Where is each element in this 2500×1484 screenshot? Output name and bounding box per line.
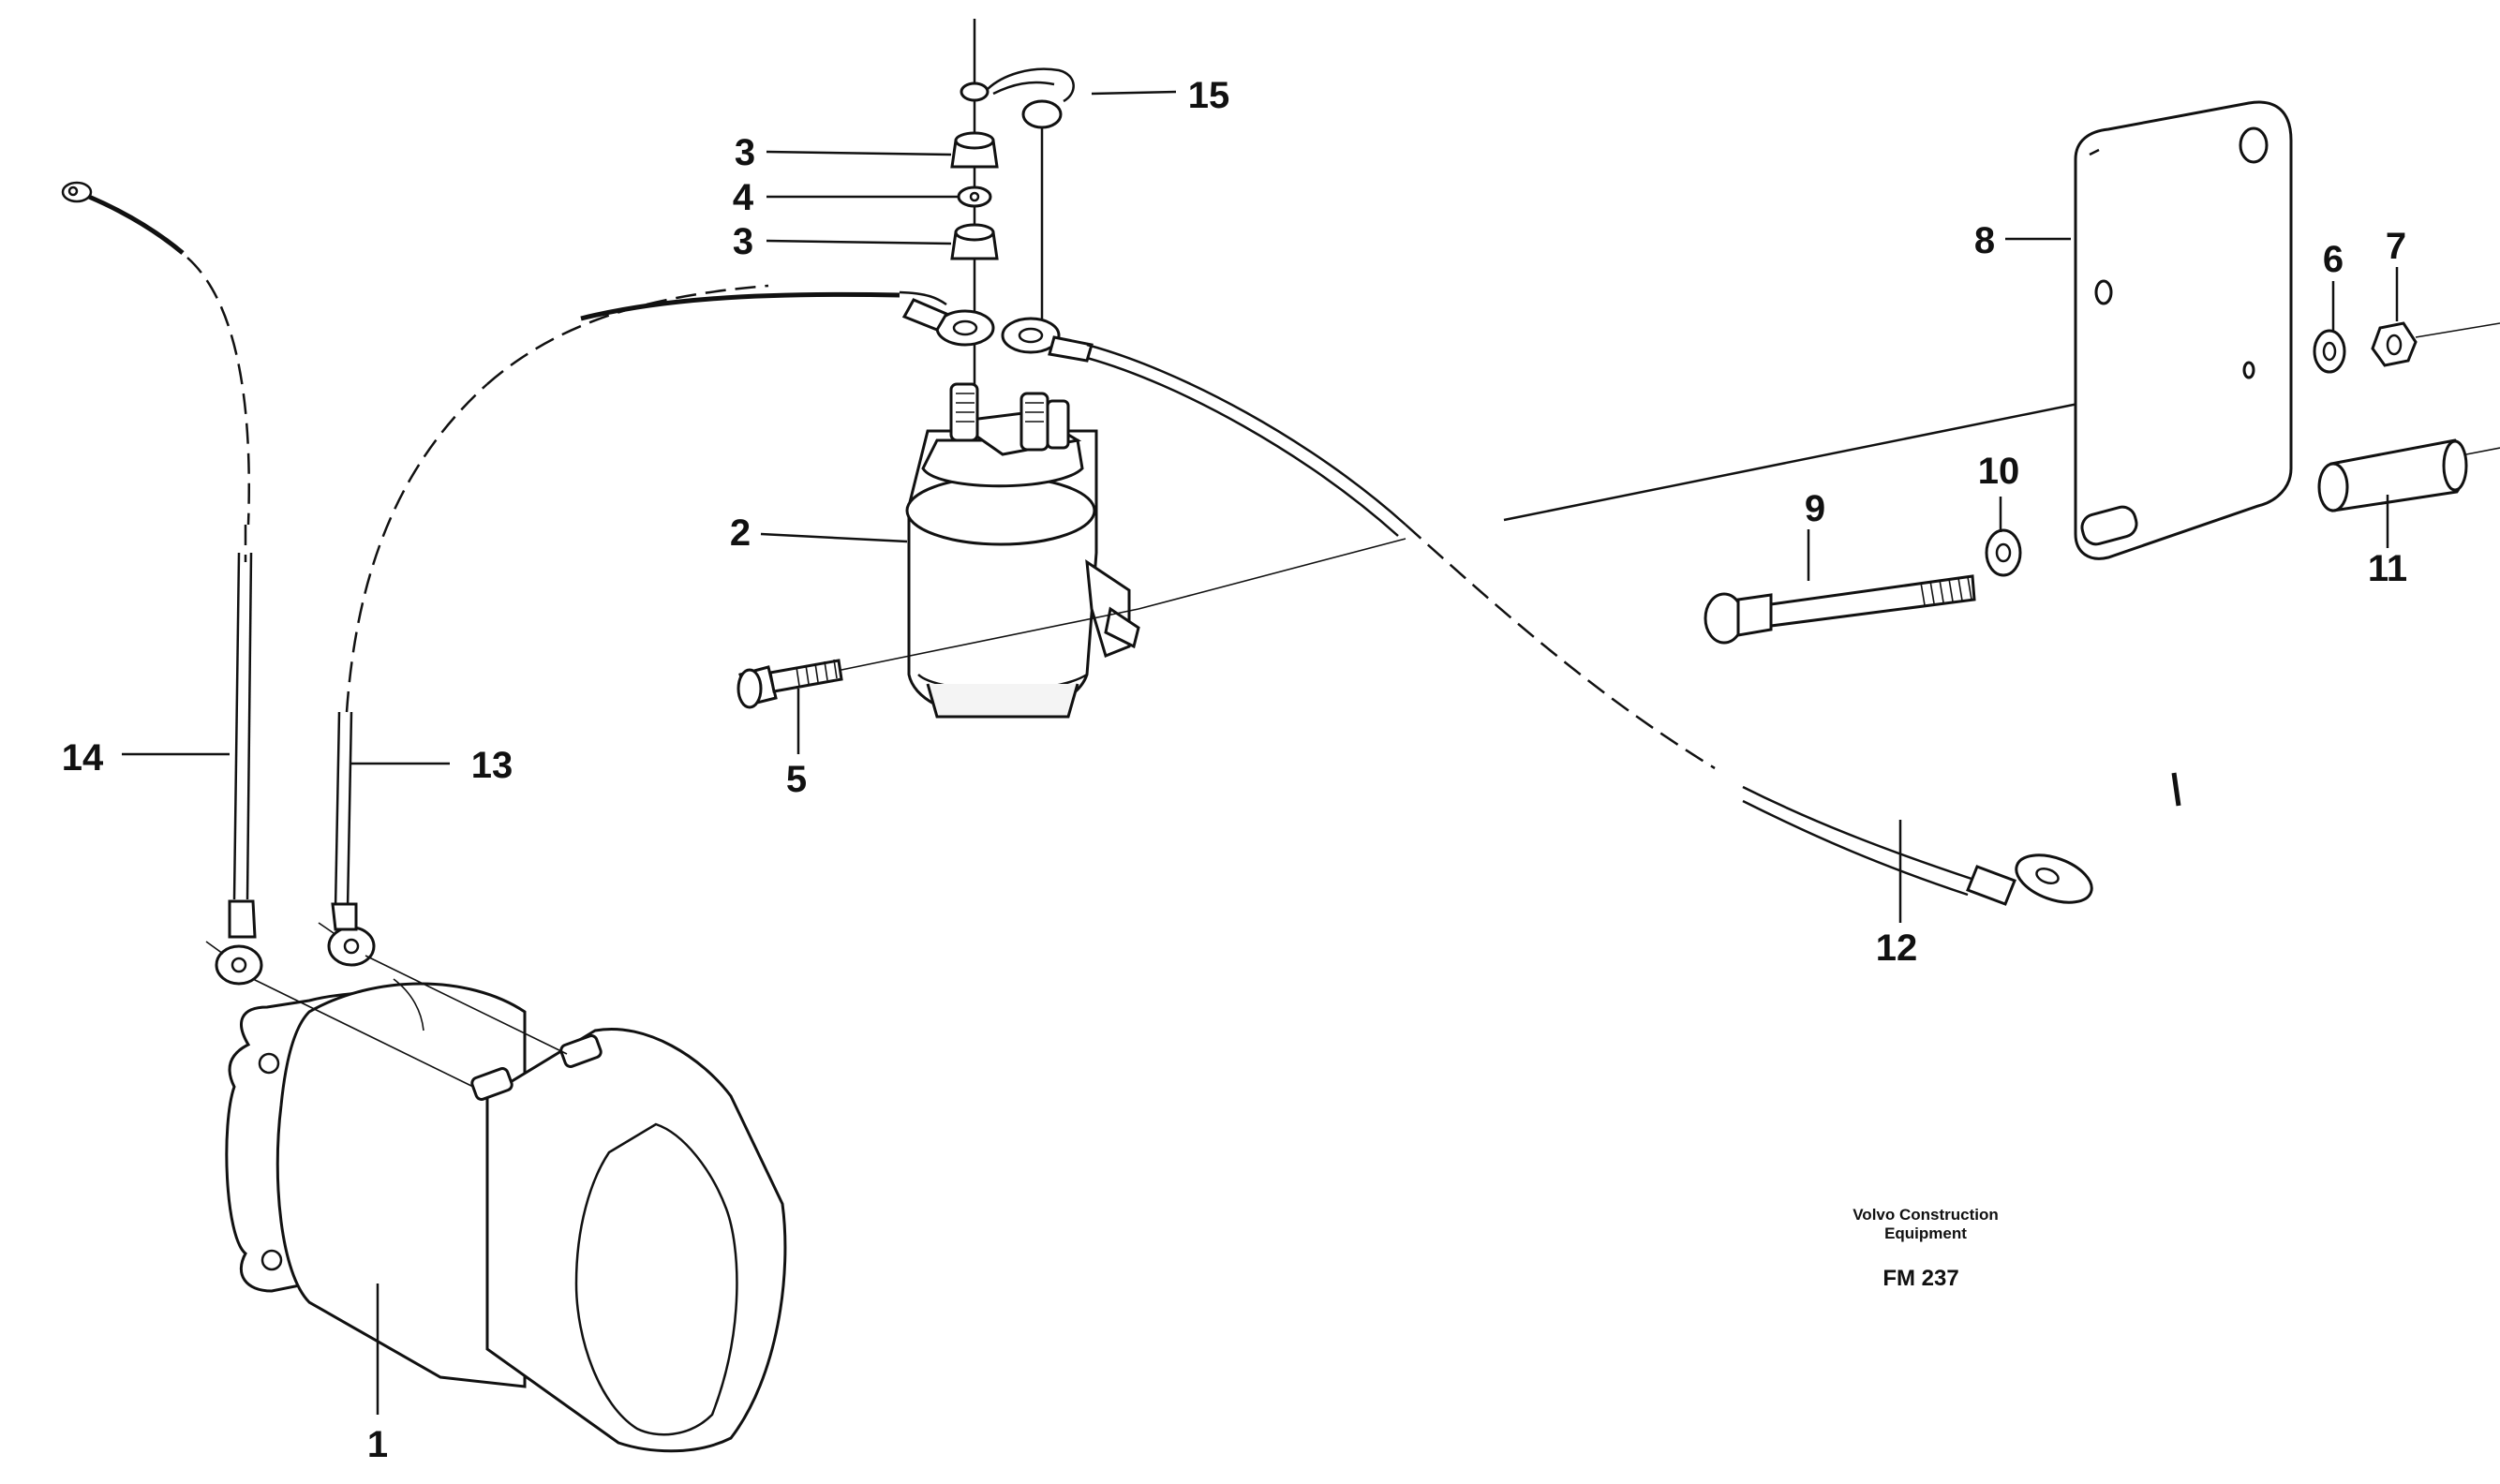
callout-1: 1 bbox=[367, 1424, 388, 1465]
starter-motor bbox=[225, 978, 787, 1453]
credit-line-1: Volvo Construction bbox=[1853, 1206, 1999, 1224]
callout-3-bottom: 3 bbox=[733, 221, 753, 262]
nut-7 bbox=[2371, 321, 2500, 367]
credit-block: Volvo Construction Equipment FM 237 bbox=[1853, 1206, 1999, 1291]
callout-8: 8 bbox=[1974, 220, 1995, 261]
cable-14 bbox=[61, 181, 474, 1088]
callout-12: 12 bbox=[1876, 928, 1918, 969]
cable-13 bbox=[318, 284, 947, 1055]
callout-15: 15 bbox=[1188, 75, 1230, 116]
cable-12 bbox=[1086, 343, 2093, 906]
relay-solenoid bbox=[905, 382, 1140, 719]
callout-4: 4 bbox=[733, 177, 754, 218]
bracket-plate bbox=[2074, 100, 2293, 560]
washer-10 bbox=[1985, 528, 2022, 577]
relay-fastener-stack bbox=[901, 19, 1094, 384]
callout-7: 7 bbox=[2386, 226, 2406, 267]
callout-5: 5 bbox=[786, 759, 807, 800]
callout-labels: 1 2 3 4 3 5 6 7 8 9 10 11 12 13 14 15 bbox=[62, 75, 2407, 1465]
callout-6: 6 bbox=[2323, 239, 2344, 280]
bolt-9 bbox=[1704, 574, 1976, 645]
callout-13: 13 bbox=[471, 745, 513, 786]
figure-code: FM 237 bbox=[1882, 1266, 1958, 1291]
callout-11: 11 bbox=[2368, 548, 2407, 589]
callout-3-top: 3 bbox=[735, 132, 755, 173]
callout-9: 9 bbox=[1805, 488, 1825, 529]
stray-mark bbox=[2171, 772, 2181, 807]
washer-6 bbox=[2313, 329, 2346, 374]
credit-line-2: Equipment bbox=[1884, 1224, 1967, 1242]
callout-10: 10 bbox=[1978, 451, 2020, 492]
callout-2: 2 bbox=[730, 512, 751, 554]
callout-14: 14 bbox=[62, 737, 104, 779]
spacer-11 bbox=[2317, 438, 2500, 512]
leader-lines bbox=[122, 90, 2399, 1415]
